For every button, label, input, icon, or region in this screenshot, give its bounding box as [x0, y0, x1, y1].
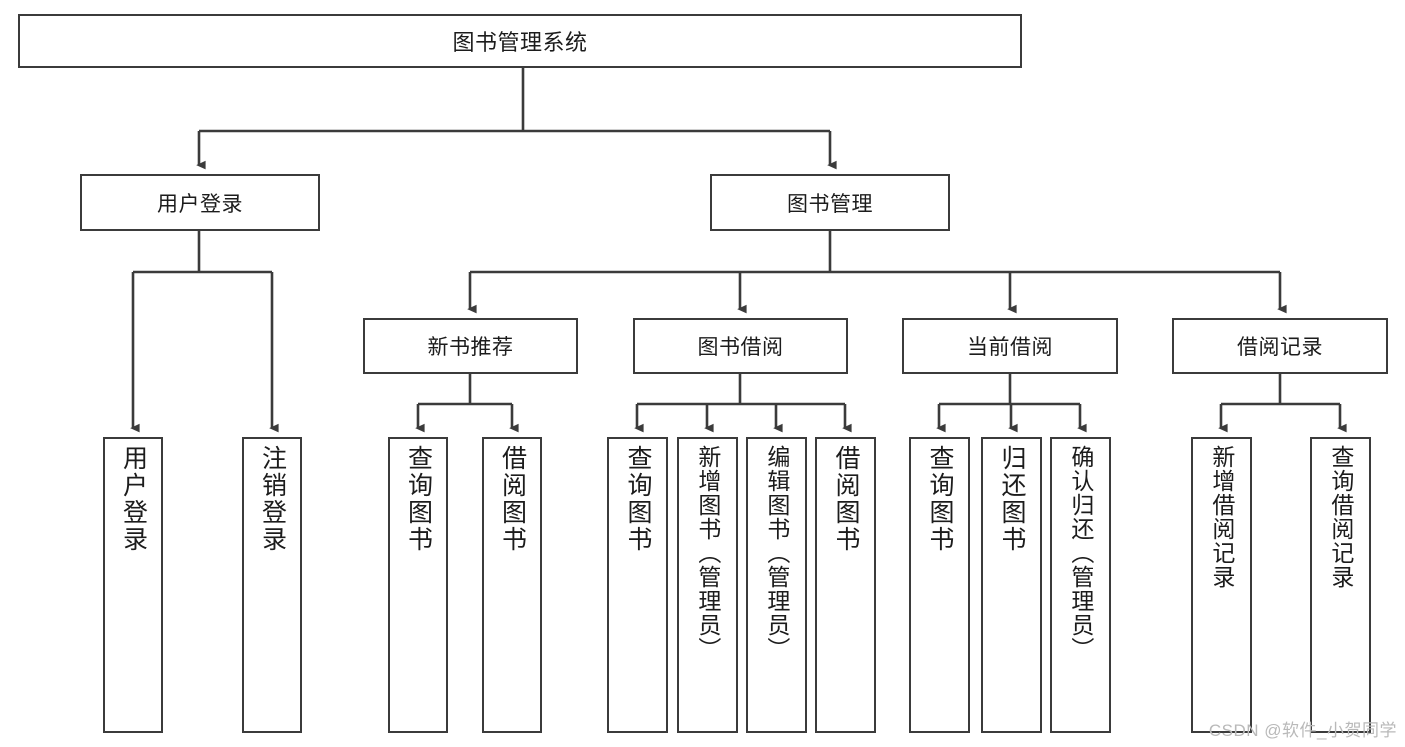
node-root[interactable]: 图书管理系统	[18, 14, 1022, 68]
leaf-query-book-current[interactable]: 查询图书	[909, 437, 970, 733]
node-book-borrow-label: 图书借阅	[697, 336, 784, 359]
leaf-query-borrow-record-label: 查询借阅记录	[1327, 445, 1354, 589]
node-borrow-record-label: 借阅记录	[1237, 336, 1323, 359]
leaf-return-book[interactable]: 归还图书	[981, 437, 1042, 733]
leaf-confirm-return-admin-label: 确认归还（管理员）	[1067, 445, 1094, 661]
leaf-add-book-admin-label: 新增图书（管理员）	[694, 445, 721, 661]
leaf-user-login[interactable]: 用户登录	[103, 437, 163, 733]
leaf-add-borrow-record-label: 新增借阅记录	[1208, 445, 1235, 589]
leaf-user-logout-label: 注销登录	[258, 445, 287, 553]
leaf-query-book-current-label: 查询图书	[926, 445, 954, 553]
leaf-borrow-book-recommend-label: 借阅图书	[498, 445, 527, 553]
leaf-borrow-book-label: 借阅图书	[832, 445, 860, 553]
node-book-management-label: 图书管理	[787, 192, 873, 216]
node-user-login-label: 用户登录	[157, 192, 243, 216]
node-new-book-recommend-label: 新书推荐	[427, 336, 514, 359]
leaf-query-borrow-record[interactable]: 查询借阅记录	[1310, 437, 1371, 733]
leaf-edit-book-admin-label: 编辑图书（管理员）	[763, 445, 790, 661]
leaf-add-book-admin[interactable]: 新增图书（管理员）	[677, 437, 738, 733]
leaf-return-book-label: 归还图书	[998, 445, 1026, 553]
node-user-login[interactable]: 用户登录	[80, 174, 320, 231]
leaf-confirm-return-admin[interactable]: 确认归还（管理员）	[1050, 437, 1111, 733]
leaf-query-book-borrow[interactable]: 查询图书	[607, 437, 668, 733]
node-book-management[interactable]: 图书管理	[710, 174, 950, 231]
leaf-add-borrow-record[interactable]: 新增借阅记录	[1191, 437, 1252, 733]
leaf-borrow-book-recommend[interactable]: 借阅图书	[482, 437, 542, 733]
node-borrow-record[interactable]: 借阅记录	[1172, 318, 1388, 374]
node-new-book-recommend[interactable]: 新书推荐	[363, 318, 578, 374]
node-current-borrow[interactable]: 当前借阅	[902, 318, 1118, 374]
leaf-query-book-recommend[interactable]: 查询图书	[388, 437, 448, 733]
node-book-borrow[interactable]: 图书借阅	[633, 318, 848, 374]
leaf-query-book-recommend-label: 查询图书	[404, 445, 433, 553]
watermark: CSDN @软件_小贺同学	[1208, 721, 1397, 740]
node-root-label: 图书管理系统	[452, 30, 588, 55]
leaf-user-logout[interactable]: 注销登录	[242, 437, 302, 733]
leaf-edit-book-admin[interactable]: 编辑图书（管理员）	[746, 437, 807, 733]
node-current-borrow-label: 当前借阅	[967, 336, 1053, 359]
leaf-user-login-label: 用户登录	[119, 445, 148, 553]
leaf-borrow-book[interactable]: 借阅图书	[815, 437, 876, 733]
leaf-query-book-borrow-label: 查询图书	[624, 445, 652, 553]
